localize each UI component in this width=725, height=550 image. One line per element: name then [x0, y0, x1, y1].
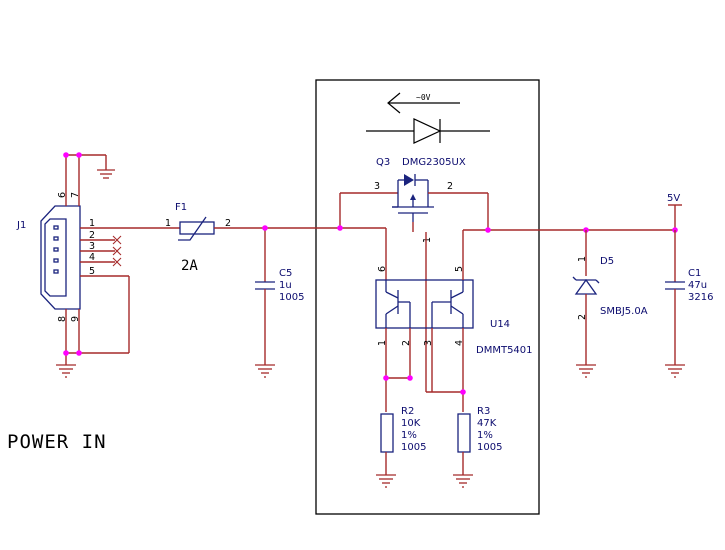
voltage-drop-label: ~0V	[416, 93, 431, 102]
ground-symbol-j1-top	[97, 169, 115, 179]
pmos-q3: Q3 DMG2305UX 3 2 1	[374, 157, 489, 392]
d5-pin2: 2	[577, 314, 588, 320]
u14-pin2: 2	[401, 340, 412, 346]
f1-ref: F1	[175, 202, 187, 213]
rail-5v-label: 5V	[667, 193, 680, 204]
d5-pin1: 1	[577, 256, 588, 262]
j1-pin9: 9	[70, 316, 81, 322]
j1-pin3: 3	[89, 241, 95, 252]
f1-pin1: 1	[165, 218, 171, 229]
c5-package: 1005	[279, 292, 304, 303]
q3-pin3: 3	[374, 181, 380, 192]
j1-pin1: 1	[89, 218, 95, 229]
u14-pin6: 6	[377, 266, 388, 272]
d5-ref: D5	[600, 256, 614, 267]
f1-value: 2A	[181, 258, 198, 274]
c5-ref: C5	[279, 268, 292, 279]
u14-ref: U14	[490, 319, 510, 330]
j1-pin5: 5	[89, 266, 95, 277]
ground-symbol-r2	[376, 474, 396, 488]
ground-symbol-j1-bottom	[56, 364, 76, 378]
j1-pin2: 2	[89, 230, 95, 241]
j1-pin8: 8	[57, 316, 68, 322]
d5-part: SMBJ5.0A	[600, 306, 648, 317]
capacitor-c5: C5 1u 1005	[255, 225, 304, 378]
r2-ref: R2	[401, 406, 414, 417]
usb-connector-j1: J1 6 7 8 9	[16, 152, 180, 378]
r3-value: 47K	[477, 418, 497, 429]
capacitor-c1: C1 47u 3216	[665, 230, 713, 378]
tvs-diode-d5: 1 2 D5 SMBJ5.0A	[572, 230, 648, 378]
u14-pin1: 1	[377, 340, 388, 346]
u14-pin4: 4	[454, 340, 465, 346]
ground-symbol-c1	[665, 364, 685, 378]
u14-part: DMMT5401	[476, 345, 533, 356]
resistor-r3: R3 47K 1% 1005	[453, 406, 502, 488]
protection-block-outline	[315, 79, 540, 515]
q3-part: DMG2305UX	[402, 157, 466, 168]
f1-pin2: 2	[225, 218, 231, 229]
q3-pin1: 1	[422, 237, 433, 243]
j1-pin4: 4	[89, 252, 95, 263]
q3-ref: Q3	[376, 157, 390, 168]
no-connect-marks	[112, 235, 122, 267]
fuse-f1: F1 1 2 2A	[165, 202, 316, 274]
r3-package: 1005	[477, 442, 502, 453]
r2-value: 10K	[401, 418, 421, 429]
output-rail: 5V	[463, 193, 682, 233]
page-title: POWER IN	[7, 431, 107, 453]
ideal-diode-annotation: ~0V	[366, 92, 490, 144]
input-net	[316, 192, 398, 280]
j1-ref: J1	[16, 220, 26, 231]
c1-ref: C1	[688, 268, 701, 279]
c5-value: 1u	[279, 280, 292, 291]
q3-pin2: 2	[447, 181, 453, 192]
ground-symbol-d5	[576, 364, 596, 378]
u14-pin5: 5	[454, 266, 465, 272]
r3-ref: R3	[477, 406, 490, 417]
j1-pin7: 7	[70, 192, 81, 198]
ground-symbol-c5	[255, 364, 275, 378]
c1-value: 47u	[688, 280, 707, 291]
r2-tolerance: 1%	[401, 430, 417, 441]
r2-package: 1005	[401, 442, 426, 453]
r3-tolerance: 1%	[477, 430, 493, 441]
u14-pin3: 3	[423, 340, 434, 346]
ground-symbol-r3	[453, 474, 473, 488]
j1-pin6: 6	[57, 192, 68, 198]
dual-pnp-u14: 6 5 1 2 3 4 U14 DMMT5401	[375, 230, 533, 412]
resistor-r2: R2 10K 1% 1005	[376, 406, 426, 488]
c1-package: 3216	[688, 292, 713, 303]
